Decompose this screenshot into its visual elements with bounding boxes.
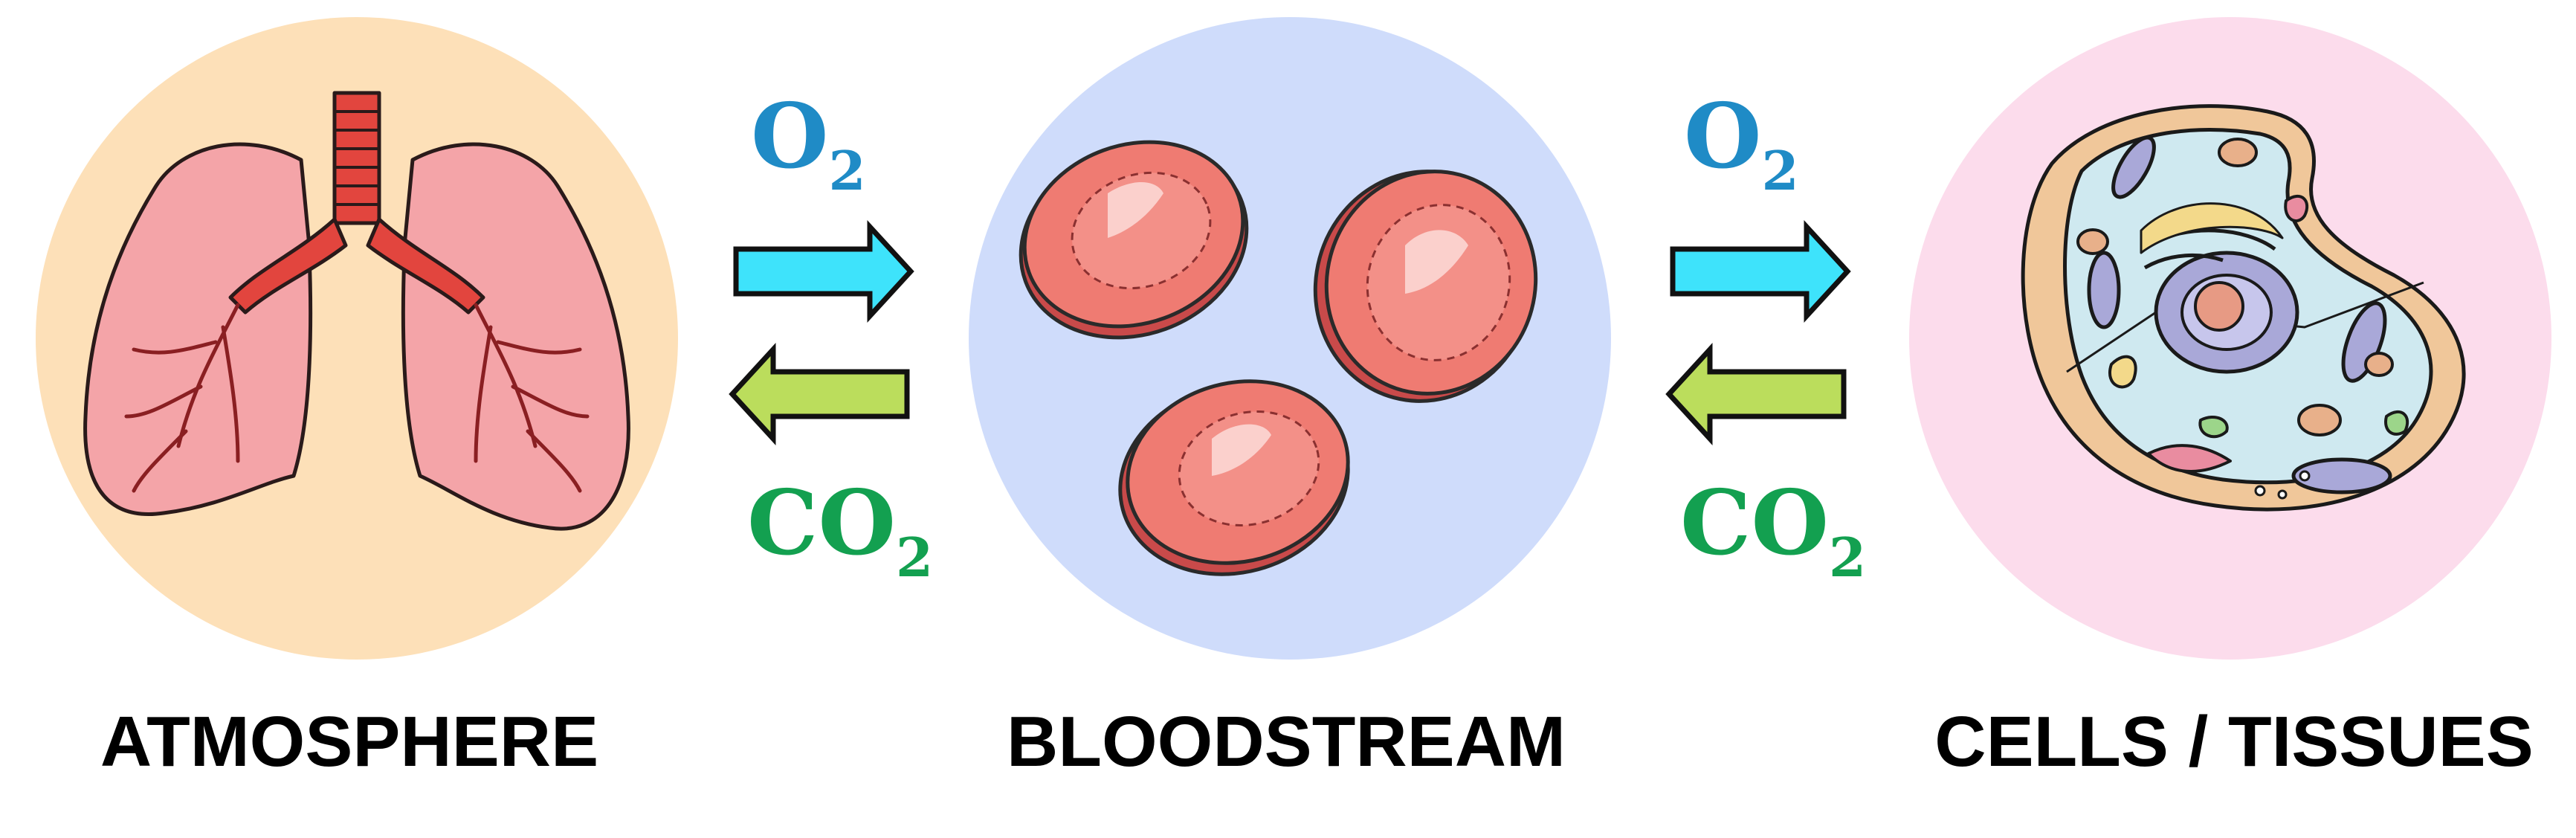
o2-subscript: 2 (1762, 139, 1799, 202)
co2-subscript: 2 (896, 526, 933, 589)
o2-subscript: 2 (829, 139, 866, 202)
animal-cell-icon (2021, 104, 2466, 512)
co2-main: CO (747, 471, 896, 576)
stage-label-cells-tissues: CELLS / TISSUES (1934, 702, 2533, 781)
co2-arrow-left (729, 343, 910, 445)
red-blood-cells-icon (1019, 140, 1538, 576)
lungs-icon (83, 91, 630, 531)
o2-label: O2 (751, 84, 866, 202)
o2-arrow-right (1670, 220, 1851, 323)
co2-label: CO2 (1680, 471, 1866, 589)
o2-main: O (751, 84, 829, 189)
rbc-disc (1019, 140, 1249, 340)
stage-cells-tissues: CELLS / TISSUES (1909, 17, 2551, 781)
stage-label-bloodstream: BLOODSTREAM (1007, 702, 1566, 781)
rbc-disc (1313, 170, 1538, 403)
rbc-disc (1118, 379, 1350, 576)
stage-bloodstream: BLOODSTREAM (969, 17, 1611, 781)
stage-label-atmosphere: ATMOSPHERE (100, 702, 598, 781)
o2-arrow-right (733, 220, 914, 323)
o2-main: O (1684, 84, 1762, 189)
stage-atmosphere: ATMOSPHERE (36, 17, 678, 781)
co2-arrow-left (1665, 343, 1847, 445)
co2-label: CO2 (747, 471, 933, 589)
co2-subscript: 2 (1829, 526, 1866, 589)
exchange-bloodstream-cells: O2 CO2 (1665, 84, 1866, 589)
bronchial-tree (124, 303, 590, 493)
o2-label: O2 (1684, 84, 1799, 202)
co2-main: CO (1680, 471, 1829, 576)
exchange-atmosphere-bloodstream: O2 CO2 (729, 84, 933, 589)
